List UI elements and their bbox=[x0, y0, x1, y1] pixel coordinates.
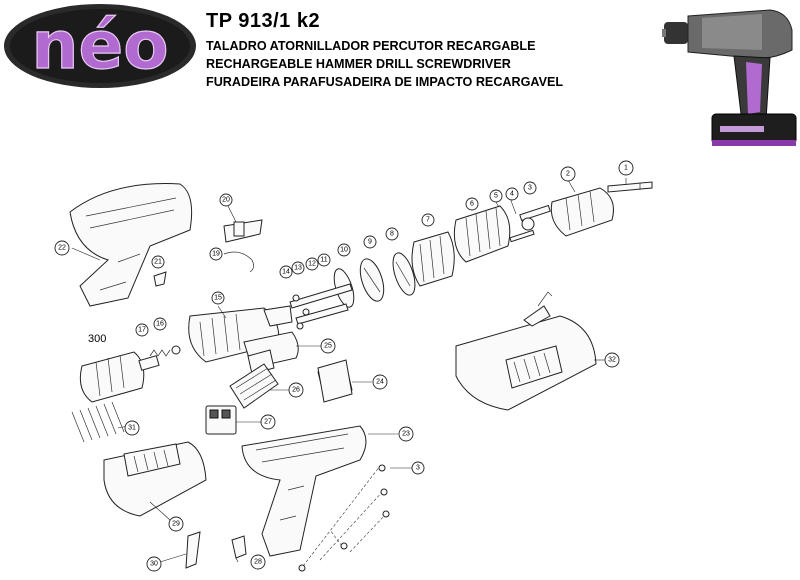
svg-text:22: 22 bbox=[58, 245, 66, 252]
gear-housing-part bbox=[411, 231, 455, 287]
callout-31: 31 bbox=[124, 420, 140, 436]
exploded-parts-diagram: 300 bbox=[54, 160, 653, 572]
svg-text:21: 21 bbox=[154, 259, 162, 266]
title-block: TP 913/1 k2 TALADRO ATORNILLADOR PERCUTO… bbox=[206, 10, 646, 93]
svg-text:4: 4 bbox=[510, 191, 514, 198]
svg-text:20: 20 bbox=[222, 197, 230, 204]
svg-text:28: 28 bbox=[254, 559, 262, 566]
svg-text:31: 31 bbox=[128, 425, 136, 432]
callout-29: 29 bbox=[168, 516, 184, 532]
svg-text:2: 2 bbox=[566, 171, 570, 178]
svg-text:11: 11 bbox=[320, 257, 327, 264]
heatsink-part bbox=[229, 363, 290, 409]
svg-text:23: 23 bbox=[402, 431, 410, 438]
callout-23: 23 bbox=[398, 426, 414, 442]
callout-22: 22 bbox=[54, 240, 70, 256]
drill-bit-part bbox=[607, 178, 653, 193]
callout-30: 30 bbox=[146, 556, 162, 572]
small-shaft-parts bbox=[289, 283, 353, 330]
callout-16: 16 bbox=[153, 317, 167, 331]
charger-part bbox=[455, 291, 606, 411]
svg-text:17: 17 bbox=[138, 327, 146, 334]
housing-right-part bbox=[241, 425, 398, 557]
motor-label: 300 bbox=[88, 333, 106, 345]
svg-text:5: 5 bbox=[494, 193, 498, 200]
title-spanish: TALADRO ATORNILLADOR PERCUTOR RECARGABLE bbox=[206, 39, 536, 53]
callout-6: 6 bbox=[465, 197, 479, 211]
callout-21: 21 bbox=[151, 255, 165, 269]
svg-text:30: 30 bbox=[150, 561, 158, 568]
callout-2: 2 bbox=[560, 166, 576, 182]
callout-9: 9 bbox=[363, 235, 377, 249]
svg-text:26: 26 bbox=[292, 387, 300, 394]
svg-text:14: 14 bbox=[282, 269, 290, 276]
callout-24: 24 bbox=[372, 374, 388, 390]
callout-17: 17 bbox=[135, 323, 149, 337]
title-portuguese: FURADEIRA PARAFUSADEIRA DE IMPACTO RECAR… bbox=[206, 75, 564, 89]
callout-7: 7 bbox=[421, 213, 435, 227]
callout-1: 1 bbox=[618, 160, 634, 176]
svg-text:8: 8 bbox=[390, 231, 394, 238]
label-plate-part bbox=[317, 359, 353, 403]
svg-text:12: 12 bbox=[308, 261, 316, 268]
switch-part bbox=[243, 331, 322, 375]
svg-text:6: 6 bbox=[470, 201, 474, 208]
battery-part bbox=[103, 441, 207, 521]
clip-part bbox=[231, 535, 247, 563]
neo-logo: néo bbox=[4, 4, 196, 88]
wire-part bbox=[223, 251, 254, 273]
logo-text: néo bbox=[31, 7, 168, 84]
callout-15: 15 bbox=[211, 291, 225, 305]
svg-text:3: 3 bbox=[416, 465, 420, 472]
motor-spring-parts bbox=[149, 345, 181, 357]
svg-text:15: 15 bbox=[214, 295, 222, 302]
callout-32: 32 bbox=[604, 352, 620, 368]
svg-text:10: 10 bbox=[340, 247, 348, 254]
callout-5: 5 bbox=[489, 189, 503, 203]
housing-left-part bbox=[69, 183, 193, 307]
callout-28: 28 bbox=[250, 554, 266, 570]
planetary-rings-part bbox=[333, 252, 416, 308]
svg-text:29: 29 bbox=[172, 521, 180, 528]
svg-text:24: 24 bbox=[376, 379, 384, 386]
svg-text:13: 13 bbox=[294, 265, 302, 272]
title-english: RECHARGEABLE HAMMER DRILL SCREWDRIVER bbox=[206, 57, 511, 71]
bracket-part bbox=[223, 205, 263, 243]
callout-4: 4 bbox=[505, 187, 519, 201]
callout-14: 14 bbox=[279, 265, 293, 279]
svg-text:3: 3 bbox=[528, 185, 532, 192]
svg-text:7: 7 bbox=[426, 217, 430, 224]
callout-3: 3 bbox=[523, 181, 537, 195]
callout-19: 19 bbox=[209, 247, 223, 261]
chuck-part bbox=[550, 179, 614, 237]
callout-11: 11 bbox=[317, 253, 331, 267]
callout-10: 10 bbox=[337, 243, 351, 257]
clutch-ring-part bbox=[453, 205, 511, 263]
product-photo bbox=[662, 9, 797, 146]
callout-13: 13 bbox=[291, 261, 305, 275]
svg-text:19: 19 bbox=[212, 251, 220, 258]
svg-text:1: 1 bbox=[624, 165, 628, 172]
terminal-block-part bbox=[205, 405, 262, 435]
callout-20: 20 bbox=[219, 193, 233, 207]
callout-8: 8 bbox=[385, 227, 399, 241]
screw-bits-part bbox=[71, 401, 129, 443]
screws-part bbox=[298, 464, 412, 572]
bit-part bbox=[159, 531, 201, 569]
svg-text:32: 32 bbox=[608, 357, 616, 364]
callout-27: 27 bbox=[260, 414, 276, 430]
callout-26: 26 bbox=[288, 382, 304, 398]
svg-text:25: 25 bbox=[324, 343, 332, 350]
svg-text:16: 16 bbox=[156, 321, 164, 328]
motor-part: 300 bbox=[79, 333, 160, 403]
callout-12: 12 bbox=[305, 257, 319, 271]
callout-25: 25 bbox=[320, 338, 336, 354]
svg-text:9: 9 bbox=[368, 239, 372, 246]
model-number: TP 913/1 k2 bbox=[206, 10, 321, 32]
lever-part bbox=[153, 271, 167, 287]
header: néo TP 913/1 k2 TALADRO ATORNILLADOR PER… bbox=[0, 0, 800, 150]
callout-3-screws: 3 bbox=[411, 461, 425, 475]
svg-text:27: 27 bbox=[264, 419, 272, 426]
